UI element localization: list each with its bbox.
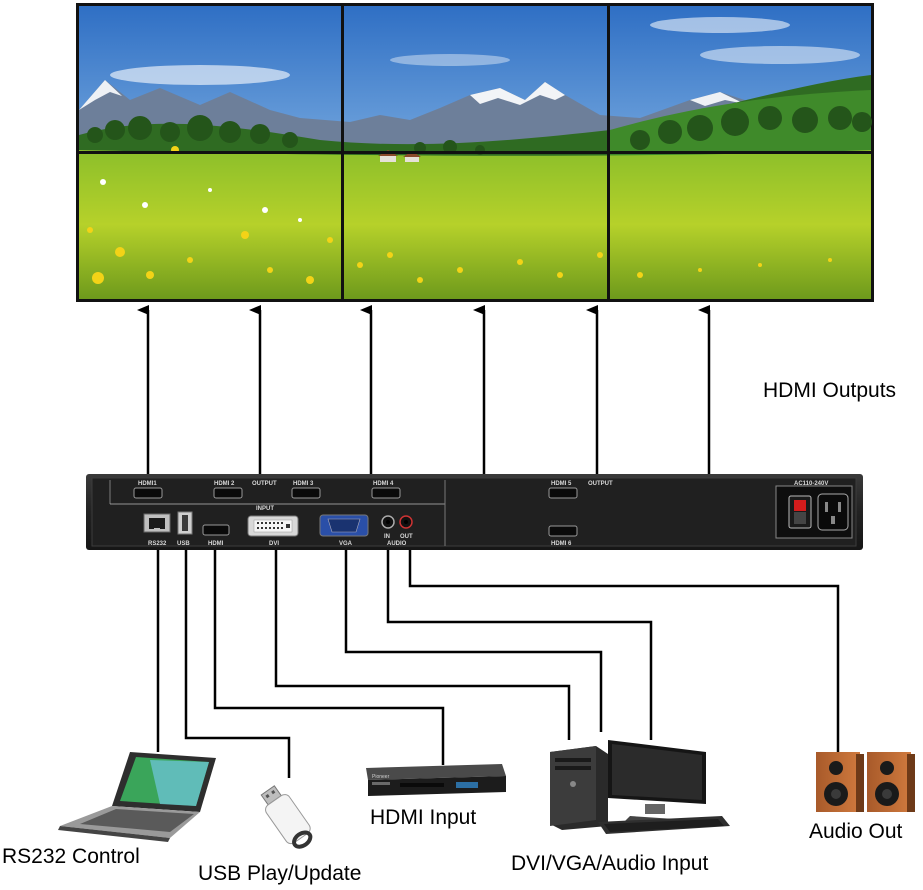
label-input: INPUT (256, 506, 274, 512)
label-output-right: OUTPUT (588, 481, 613, 487)
label-vga: VGA (339, 541, 353, 547)
label-audio-in: IN (384, 534, 390, 540)
hdmi-port-2 (213, 487, 243, 499)
caption-dvi-vga-audio-input: DVI/VGA/Audio Input (511, 852, 709, 875)
label-hdmi6: HDMI 6 (551, 541, 572, 547)
caption-hdmi-input: HDMI Input (370, 806, 477, 829)
hdmi-input-cable (213, 550, 445, 765)
label-rs232: RS232 (148, 541, 167, 547)
processor-rear-panel: HDMI1 HDMI 2 OUTPUT HDMI 3 HDMI 4 HDMI 5… (86, 474, 863, 550)
video-wall (76, 3, 874, 302)
bezel-horizontal (79, 151, 871, 154)
caption-rs232-control: RS232 Control (2, 845, 140, 868)
audio-out-jack (399, 515, 413, 529)
label-hdmi1: HDMI1 (138, 481, 157, 487)
media-player-icon: Pioneer (366, 764, 506, 796)
hdmi-port-5 (548, 487, 578, 499)
caption-audio-out: Audio Out (809, 820, 903, 843)
keyboard-icon (598, 816, 730, 834)
dvi-port (247, 515, 299, 537)
speakers-icon (816, 752, 915, 812)
label-hdmi3: HDMI 3 (293, 481, 314, 487)
dvi-cable (274, 550, 571, 740)
label-hdmi4: HDMI 4 (373, 481, 394, 487)
usb-port (177, 511, 193, 535)
player-brand: Pioneer (372, 774, 390, 780)
hdmi-port-6 (548, 525, 578, 537)
hdmi-port-4 (371, 487, 401, 499)
label-power: AC110-240V (794, 481, 828, 487)
rj45-port (143, 513, 171, 533)
label-hdmi5: HDMI 5 (551, 481, 572, 487)
label-dvi: DVI (269, 541, 279, 547)
hdmi-port-3 (291, 487, 321, 499)
label-audio-out: OUT (400, 534, 413, 540)
audio-in-cable (386, 540, 653, 740)
label-output-left: OUTPUT (252, 481, 277, 487)
label-audio: AUDIO (387, 541, 407, 547)
usb-drive-icon (260, 785, 313, 849)
caption-usb-play-update: USB Play/Update (198, 862, 362, 885)
monitor-icon (608, 740, 706, 826)
speaker-left (816, 752, 864, 812)
vga-cable (344, 550, 603, 732)
audio-out-cable (408, 540, 840, 752)
power-module (775, 485, 853, 539)
hdmi-input-port (202, 524, 230, 536)
caption-hdmi-outputs: HDMI Outputs (763, 379, 897, 402)
laptop-icon (58, 752, 216, 842)
pc-tower-icon (550, 746, 608, 830)
label-usb: USB (177, 541, 190, 547)
label-hdmi2: HDMI 2 (214, 481, 235, 487)
hdmi-port-1 (133, 487, 163, 499)
vga-port (319, 514, 369, 537)
ac-inlet (817, 493, 849, 531)
usb-cable (184, 550, 291, 778)
audio-in-jack (381, 515, 395, 529)
output-arrows (137, 305, 711, 475)
label-hdmi-in: HDMI (208, 541, 224, 547)
input-cables (156, 540, 840, 778)
hdmi-output-ports (133, 487, 578, 537)
speaker-right (867, 752, 915, 812)
